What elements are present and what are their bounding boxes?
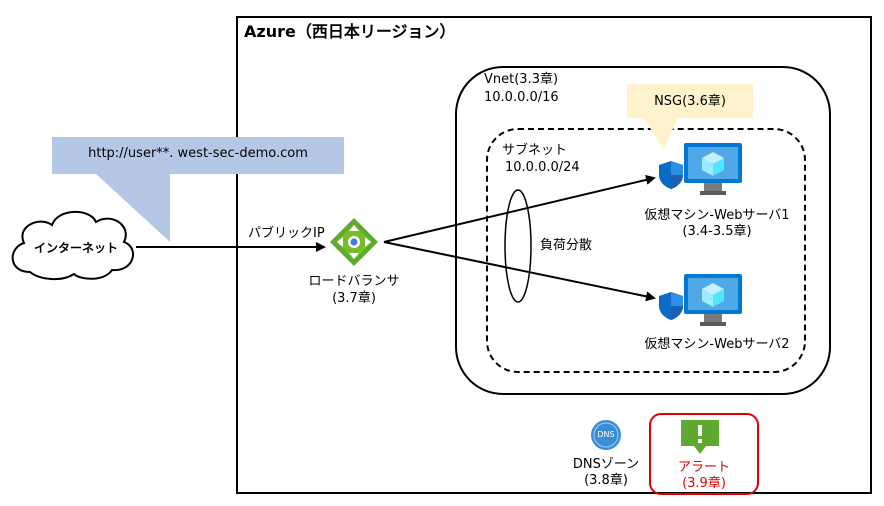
dns-icon-text: DNS [597, 430, 615, 439]
vm1-label: 仮想マシン-Webサーバ1 [644, 208, 790, 223]
subnet-label: サブネット [502, 143, 568, 158]
lb-to-vm2-arrow [383, 241, 656, 302]
url-callout-tail [95, 173, 170, 242]
load-balancer-chapter: (3.7章) [332, 291, 376, 306]
cloud-icon [11, 210, 135, 280]
shield-icon-vm2 [659, 292, 683, 320]
load-balancer-label: ロードバランサ [308, 274, 400, 289]
lb-to-vm1-arrow [383, 174, 656, 243]
vnet-label: Vnet(3.3章) [484, 72, 559, 87]
vm1-chapter: (3.4-3.5章) [682, 224, 752, 239]
dns-icon [591, 420, 621, 450]
url-callout [52, 137, 344, 174]
url-text: http://user**. west-sec-demo.com [88, 146, 308, 161]
vm2-label: 仮想マシン-Webサーバ2 [644, 337, 790, 352]
vm1-icon [684, 143, 742, 195]
load-distribution-ellipse [504, 189, 532, 303]
vnet-boundary [455, 66, 831, 395]
alert-box [649, 413, 759, 495]
alert-label: アラート [677, 460, 730, 475]
vm2-icon [684, 274, 742, 326]
load-distribution-label: 負荷分散 [540, 238, 593, 253]
shield-icon-vm1 [659, 161, 683, 189]
subnet-boundary [486, 128, 806, 373]
dns-chapter: (3.8章) [584, 473, 628, 488]
nsg-callout-tail [643, 117, 678, 150]
internet-label: インターネット [33, 241, 118, 255]
nsg-label: NSG(3.6章) [654, 94, 726, 109]
public-ip-label: パブリックIP [248, 226, 325, 241]
load-balancer-icon [330, 218, 378, 266]
alert-chapter: (3.9章) [682, 476, 726, 491]
subnet-cidr: 10.0.0.0/24 [505, 160, 580, 175]
azure-region-boundary [236, 16, 872, 494]
region-title: Azure（西日本リージョン） [244, 22, 456, 41]
nsg-callout [627, 84, 753, 118]
dns-label: DNSゾーン [572, 457, 640, 472]
vnet-cidr: 10.0.0.0/16 [484, 90, 559, 105]
alert-icon [681, 420, 719, 454]
